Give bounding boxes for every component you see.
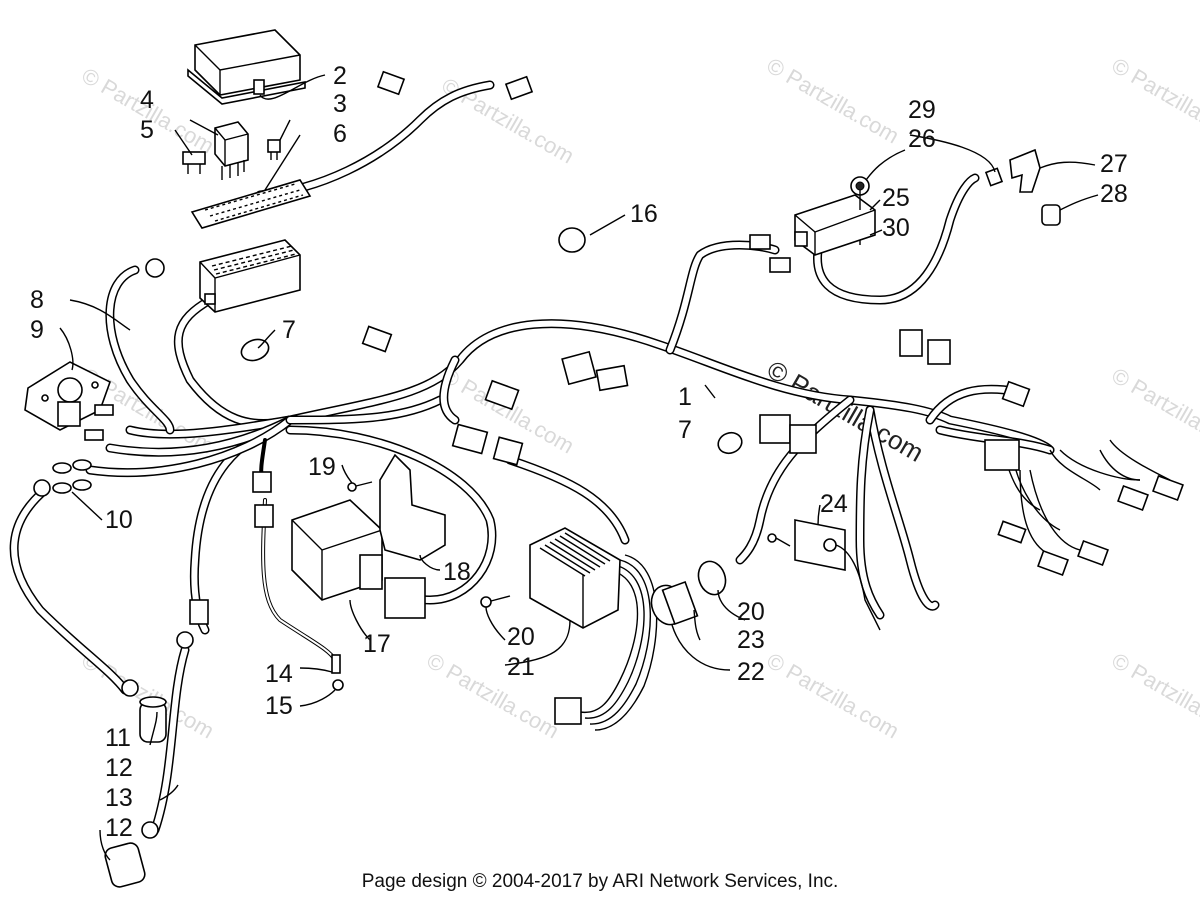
callout-22: 22 <box>737 658 765 686</box>
leader-lines <box>59 74 1099 861</box>
callout-2: 2 <box>333 62 347 90</box>
callout-19: 19 <box>308 453 336 481</box>
callout-9: 9 <box>30 316 44 344</box>
module-bracket <box>379 453 446 561</box>
callout-16: 16 <box>630 200 658 228</box>
callout-25: 25 <box>882 184 910 212</box>
watermark: © Partzilla.com <box>763 648 904 744</box>
mini-fuse <box>267 139 281 160</box>
starter-solenoid <box>24 361 114 441</box>
callout-7a: 7 <box>282 316 296 344</box>
callout-6: 6 <box>333 120 347 148</box>
relay <box>214 121 249 180</box>
callout-23: 23 <box>737 626 765 654</box>
flange-nut <box>850 176 870 196</box>
callout-17: 17 <box>363 630 391 658</box>
terminal-boot <box>104 696 167 888</box>
ring-terminal <box>33 258 344 839</box>
callout-28: 28 <box>1100 180 1128 208</box>
watermark: © Partzilla.com <box>423 648 564 744</box>
wire-clamp <box>558 227 743 455</box>
callout-4: 4 <box>140 86 154 114</box>
terminal-nut <box>52 459 92 494</box>
callout-20b: 20 <box>737 598 765 626</box>
callout-10: 10 <box>105 506 133 534</box>
callout-11: 11 <box>105 724 131 752</box>
bullet-connector <box>997 475 1184 576</box>
callout-20a: 20 <box>507 623 535 651</box>
spark-plug-cap <box>984 148 1061 226</box>
voltage-regulator <box>529 527 621 629</box>
switch-plate <box>794 519 881 631</box>
callout-24: 24 <box>820 490 848 518</box>
harness-connector <box>189 70 1031 725</box>
callout-13: 13 <box>105 784 133 812</box>
fuse-block <box>199 239 301 313</box>
fuse <box>182 151 206 174</box>
callout-29: 29 <box>908 96 936 124</box>
callout-27: 27 <box>1100 150 1128 178</box>
callout-7b: 7 <box>678 416 692 444</box>
callout-21: 21 <box>507 653 535 681</box>
callout-12b: 12 <box>105 814 133 842</box>
callout-12a: 12 <box>105 754 133 782</box>
callout-15: 15 <box>265 692 293 720</box>
watermark: © Partzilla.com <box>1108 363 1200 459</box>
callout-labels: 2 4 5 3 6 8 9 7 10 16 29 26 27 28 25 30 … <box>30 62 1128 842</box>
fuse-box-cover <box>187 29 306 105</box>
callout-3: 3 <box>333 90 347 118</box>
watermark: © Partzilla.com <box>763 53 904 149</box>
ignition-coil <box>794 194 876 256</box>
callout-14: 14 <box>265 660 293 688</box>
callout-8: 8 <box>30 286 44 314</box>
page-footer-copyright: Page design © 2004-2017 by ARI Network S… <box>362 871 839 892</box>
power-outlet <box>650 560 727 626</box>
watermark: © Partzilla.com <box>1108 53 1200 149</box>
ground-terminal <box>331 654 341 674</box>
callout-1: 1 <box>678 383 692 411</box>
fuse-label-decal <box>190 179 312 229</box>
callout-26: 26 <box>908 125 936 153</box>
callout-18: 18 <box>443 558 471 586</box>
cdi-module <box>291 499 426 619</box>
cable-clamp <box>240 338 270 362</box>
watermark: © Partzilla.com <box>1108 648 1200 744</box>
callout-30: 30 <box>882 214 910 242</box>
callout-5: 5 <box>140 116 154 144</box>
